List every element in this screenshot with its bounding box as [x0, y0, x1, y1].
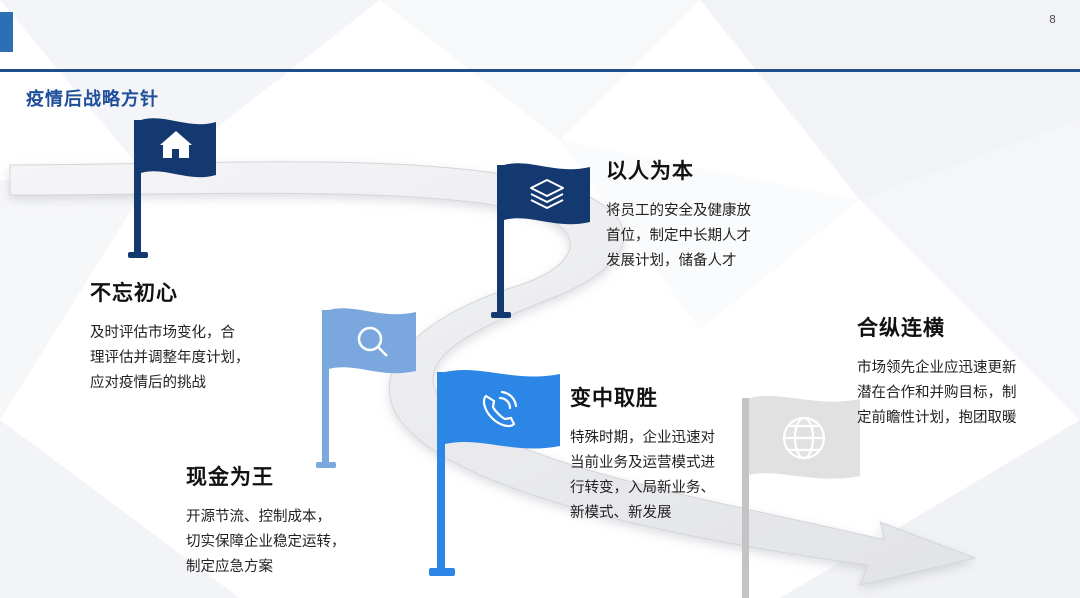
home-icon [160, 131, 192, 158]
item-xianjinweiwang: 现金为王 开源节流、控制成本，切实保障企业稳定运转，制定应急方案 [186, 461, 346, 580]
item-description: 及时评估市场变化，合理评估并调整年度计划，应对疫情后的挑战 [90, 325, 250, 391]
item-title: 不忘初心 [90, 281, 178, 305]
flag-3 [491, 163, 590, 318]
globe-icon [782, 416, 826, 460]
page-number: 8 [1049, 13, 1056, 26]
item-title: 以人为本 [606, 159, 694, 183]
search-icon [357, 326, 388, 357]
section-title: 疫情后战略方针 [26, 89, 159, 110]
item-yirenweiben: 以人为本 将员工的安全及健康放首位，制定中长期人才发展计划，储备人才 [606, 155, 751, 274]
header-accent-bar [0, 12, 13, 52]
item-description: 将员工的安全及健康放首位，制定中长期人才发展计划，储备人才 [606, 203, 751, 269]
flag-4 [429, 369, 560, 576]
flag-1 [128, 118, 216, 258]
flag-5 [742, 395, 860, 598]
layers-icon [530, 179, 564, 209]
header-rule [0, 69, 1080, 72]
item-title: 合纵连横 [857, 316, 945, 340]
item-hezonglianheng: 合纵连横 市场领先企业应迅速更新潜在合作和并购目标，制定前瞻性计划，抱团取暖 [857, 312, 1017, 431]
item-description: 开源节流、控制成本，切实保障企业稳定运转，制定应急方案 [186, 509, 346, 575]
item-bianzhongqusheng: 变中取胜 特殊时期，企业迅速对当前业务及运营模式进行转变，入局新业务、新模式、新… [570, 382, 715, 526]
item-description: 市场领先企业应迅速更新潜在合作和并购目标，制定前瞻性计划，抱团取暖 [857, 360, 1017, 426]
flag-2 [316, 308, 416, 468]
item-title: 现金为王 [186, 465, 274, 489]
phone-icon [482, 390, 518, 428]
item-buwangchuxin: 不忘初心 及时评估市场变化，合理评估并调整年度计划，应对疫情后的挑战 [90, 277, 250, 396]
item-title: 变中取胜 [570, 386, 658, 410]
item-description: 特殊时期，企业迅速对当前业务及运营模式进行转变，入局新业务、新模式、新发展 [570, 430, 715, 521]
